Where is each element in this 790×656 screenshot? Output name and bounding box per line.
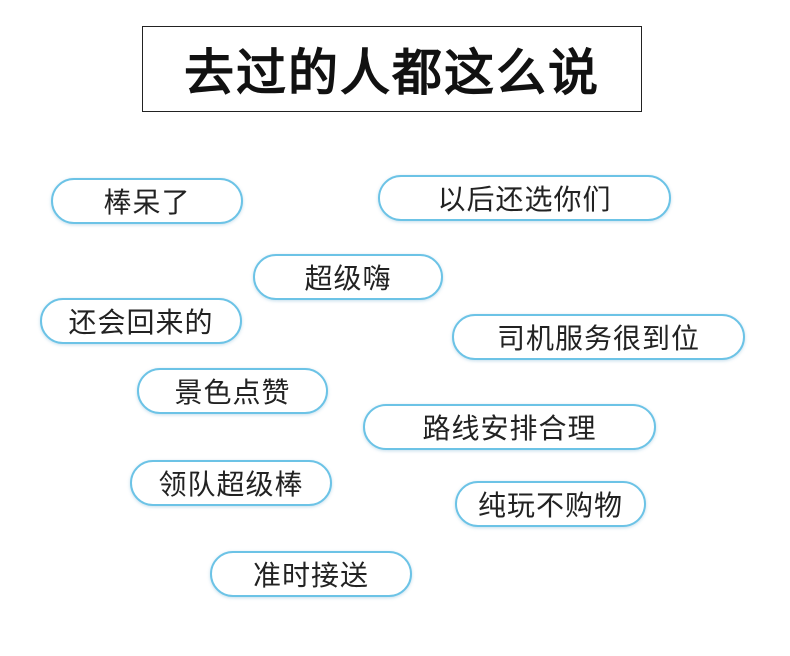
review-tag-label: 领队超级棒 (158, 468, 304, 501)
review-tag: 景色点赞 (137, 368, 328, 414)
review-tag: 超级嗨 (253, 254, 443, 300)
review-tag-label: 准时接送 (252, 559, 369, 592)
review-tag-label: 纯玩不购物 (477, 489, 623, 522)
review-tag: 棒呆了 (51, 178, 243, 224)
review-tag: 纯玩不购物 (455, 481, 646, 527)
title-box: 去过的人都这么说 (142, 26, 642, 112)
review-tag: 准时接送 (210, 551, 412, 597)
review-tag-label: 路线安排合理 (422, 412, 597, 445)
review-tag-label: 还会回来的 (68, 306, 214, 339)
review-tag-label: 超级嗨 (304, 262, 392, 295)
review-tag-label: 以后还选你们 (437, 183, 612, 216)
page-title: 去过的人都这么说 (184, 44, 600, 102)
review-tag-label: 棒呆了 (103, 186, 191, 219)
review-tag: 路线安排合理 (363, 404, 656, 450)
review-tag: 还会回来的 (40, 298, 242, 344)
review-tag: 以后还选你们 (378, 175, 671, 221)
review-tag-label: 司机服务很到位 (496, 322, 700, 355)
review-tag: 领队超级棒 (130, 460, 332, 506)
review-tag-label: 景色点赞 (174, 376, 291, 409)
review-tag: 司机服务很到位 (452, 314, 745, 360)
